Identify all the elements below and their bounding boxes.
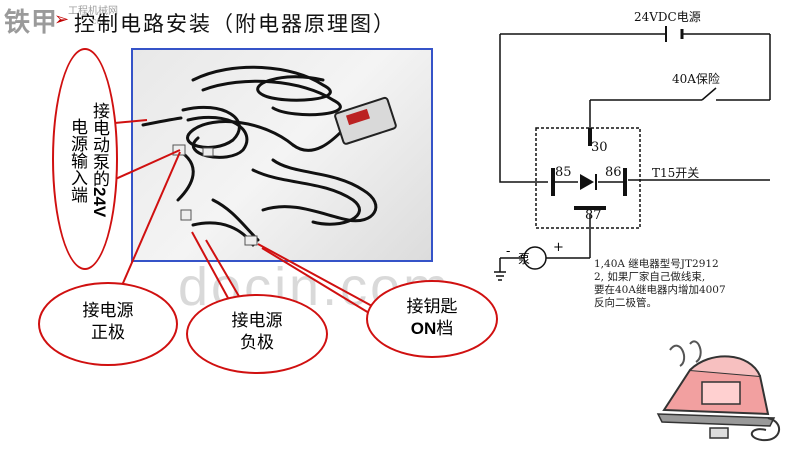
page-title: 控制电路安装（附电器原理图）	[74, 12, 396, 36]
note-line: 反向二极管。	[594, 297, 657, 309]
pump-label: 泵	[518, 252, 531, 266]
callout-text-line: 接电源	[82, 301, 134, 321]
relay-pin-86: 86	[605, 165, 622, 180]
callout-text-line: 负极	[240, 333, 274, 353]
watermark-logo: 铁甲	[4, 8, 59, 38]
wiring-harness-photo	[131, 48, 433, 262]
pump-plus: +	[553, 240, 564, 255]
power-source-label: 24VDC电源	[634, 10, 701, 24]
note-line: 要在40A继电器内增加4007	[594, 284, 726, 296]
callout-positive-text: 接电源 正极	[38, 300, 178, 344]
note-line: 2, 如果厂家自己做线束,	[594, 271, 706, 283]
callout-text-line: 接钥匙	[406, 297, 458, 317]
callout-pump-input	[52, 48, 118, 270]
iron-clipart-icon	[656, 340, 780, 442]
callout-pump-input-text: 接电动泵的24V 电源输入端	[60, 60, 110, 260]
fuse-label: 40A保险	[672, 72, 720, 86]
callout-text-line: 接电源	[231, 311, 283, 331]
callout-text-line: 正极	[91, 323, 125, 343]
callout-text-part: 接电动泵的	[89, 102, 109, 188]
t15-switch-label: T15开关	[652, 166, 700, 180]
watermark-url: com	[92, 16, 110, 26]
note-line: 1,40A 继电器型号JT2912	[594, 258, 719, 270]
relay-pin-87: 87	[585, 208, 602, 223]
callout-text-bold: 24V	[90, 187, 109, 218]
callout-key-on	[366, 280, 498, 358]
relay-notes: 1,40A 继电器型号JT2912 2, 如果厂家自己做线束, 要在40A继电器…	[594, 258, 794, 310]
callout-text-part: 电源输入端	[67, 117, 87, 203]
wiring-harness-image	[141, 65, 397, 247]
pump-minus: -	[506, 244, 511, 259]
watermark-site: 工程机械网	[68, 6, 118, 17]
callout-negative	[186, 294, 328, 374]
bullet-arrow-icon: ➢	[54, 9, 70, 30]
callout-positive	[38, 282, 178, 366]
callout-text-part: 档	[436, 319, 454, 339]
relay-pin-30: 30	[591, 140, 608, 155]
callout-negative-text: 接电源 负极	[186, 310, 328, 354]
callout-text-bold: ON	[410, 319, 437, 338]
callout-key-on-text: 接钥匙 ON档	[366, 296, 498, 340]
relay-pin-85: 85	[555, 165, 572, 180]
